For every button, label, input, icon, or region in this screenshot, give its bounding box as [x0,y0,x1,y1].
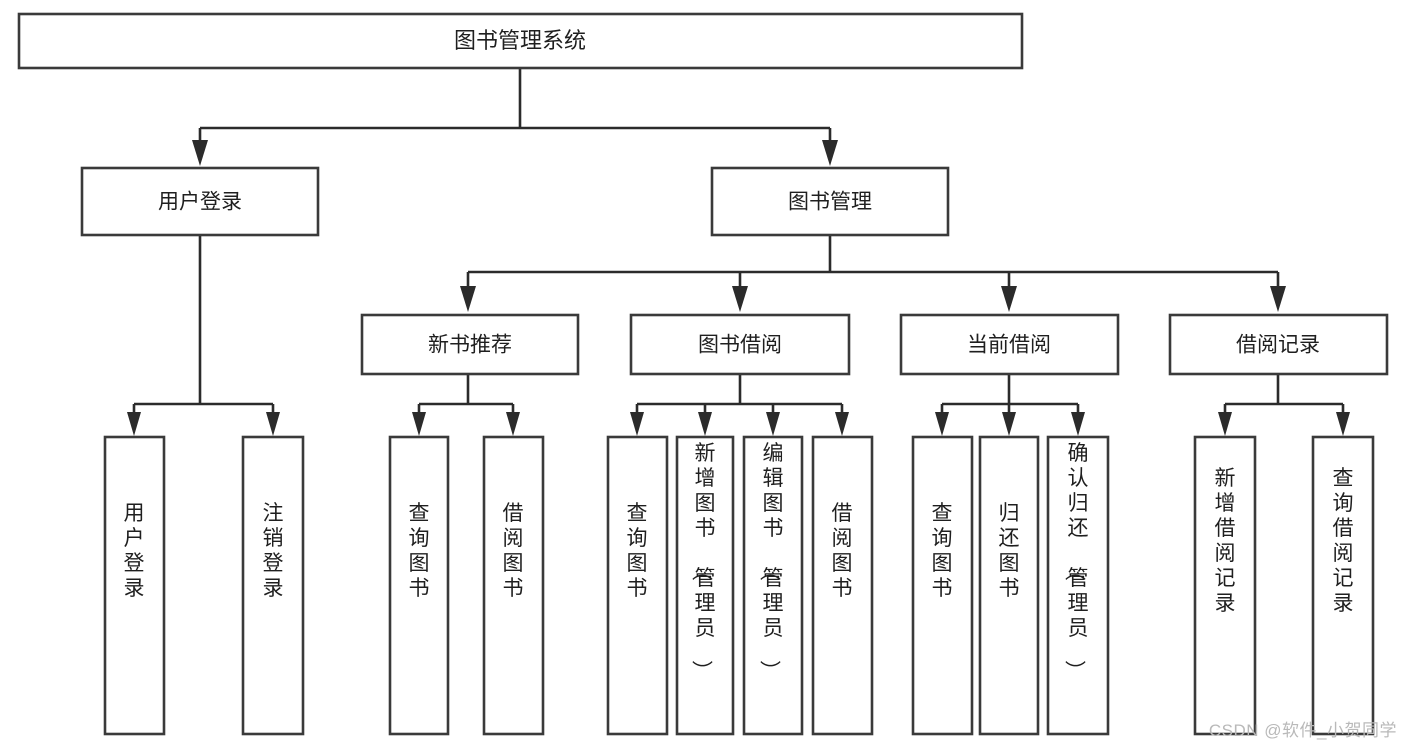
arrow-head-book-borrow [732,286,748,312]
leaf-return-book[interactable]: 归还图书 [978,435,1040,736]
node-book-manage[interactable]: 图书管理 [710,166,950,237]
arrow-head-leaf-user-login [127,412,141,436]
leaf-user-login-label: 用户登录 [124,502,145,600]
arrow-head-leaf-query-record [1336,412,1350,436]
node-borrow-record-label: 借阅记录 [1236,334,1320,357]
leaf-confirm-return-label: 确认归还（管理员） [1063,442,1089,681]
node-book-borrow-label: 图书借阅 [698,334,782,357]
connector-group-root [192,68,838,166]
connector-group-new-book-recommend [412,374,520,436]
node-root-label: 图书管理系统 [454,28,586,53]
leaf-logout-label: 注销登录 [263,502,284,600]
leaf-logout[interactable]: 注销登录 [241,435,305,736]
leaf-borrow-book-1-box[interactable] [482,435,545,736]
node-book-manage-label: 图书管理 [788,191,872,214]
leaf-add-book-label: 新增图书（管理员） [690,442,716,681]
arrow-head-leaf-query-book-3 [935,412,949,436]
leaf-borrow-book-2[interactable]: 借阅图书 [811,435,874,736]
leaf-query-book-3-label: 查询图书 [932,502,953,600]
leaf-edit-book-box[interactable] [742,435,804,736]
arrow-head-book-manage [822,140,838,166]
leaf-query-book-3[interactable]: 查询图书 [911,435,974,736]
leaf-borrow-book-1[interactable]: 借阅图书 [482,435,545,736]
leaf-query-book-2[interactable]: 查询图书 [606,435,669,736]
node-user-login-label: 用户登录 [158,191,242,214]
leaf-return-book-label: 归还图书 [999,502,1020,600]
arrow-head-leaf-add-book [698,412,712,436]
arrow-head-leaf-query-book-2 [630,412,644,436]
leaf-query-book-1-label: 查询图书 [409,502,430,600]
node-current-borrow[interactable]: 当前借阅 [899,313,1120,376]
connector-group-book-manage [460,235,1286,312]
arrow-head-current-borrow [1001,286,1017,312]
leaf-add-book-box[interactable] [675,435,735,736]
leaf-user-login-box[interactable] [103,435,166,736]
node-current-borrow-label: 当前借阅 [967,334,1051,357]
connector-group-borrow-record [1218,374,1350,436]
connector-group-current-borrow [935,374,1085,436]
arrow-head-borrow-record [1270,286,1286,312]
leaf-query-record-box[interactable] [1311,435,1375,736]
csdn-watermark: CSDN @软件_小贺同学 [1208,721,1397,740]
leaf-confirm-return-box[interactable] [1046,435,1110,736]
arrow-head-leaf-confirm-return [1071,412,1085,436]
leaf-query-book-2-box[interactable] [606,435,669,736]
leaf-add-record[interactable]: 新增借阅记录 [1193,435,1257,736]
node-user-login[interactable]: 用户登录 [80,166,320,237]
leaf-query-record-label: 查询借阅记录 [1333,467,1354,615]
arrow-head-leaf-query-book-1 [412,412,426,436]
connector-group-user-login [127,235,280,436]
node-book-borrow[interactable]: 图书借阅 [629,313,851,376]
node-user-login-box[interactable] [80,166,320,237]
node-book-borrow-box[interactable] [629,313,851,376]
leaf-query-book-3-box[interactable] [911,435,974,736]
leaf-add-record-label: 新增借阅记录 [1215,467,1236,615]
arrow-head-leaf-return-book [1002,412,1016,436]
leaf-add-book[interactable]: 新增图书（管理员） [675,435,735,736]
arrow-head-leaf-logout [266,412,280,436]
leaf-edit-book[interactable]: 编辑图书（管理员） [742,435,804,736]
arrow-head-leaf-borrow-book-1 [506,412,520,436]
arrow-head-leaf-add-record [1218,412,1232,436]
leaf-edit-book-label: 编辑图书（管理员） [758,442,784,681]
arrow-head-leaf-borrow-book-2 [835,412,849,436]
leaf-query-book-1[interactable]: 查询图书 [388,435,450,736]
leaf-query-record[interactable]: 查询借阅记录 [1311,435,1375,736]
arrow-head-user-login [192,140,208,166]
node-borrow-record[interactable]: 借阅记录 [1168,313,1389,376]
leaf-query-book-2-label: 查询图书 [627,502,648,600]
leaf-borrow-book-1-label: 借阅图书 [503,502,524,600]
node-current-borrow-box[interactable] [899,313,1120,376]
arrow-head-new-book-recommend [460,286,476,312]
node-root-box[interactable] [17,12,1024,70]
node-new-book-recommend-label: 新书推荐 [428,334,512,357]
leaf-borrow-book-2-box[interactable] [811,435,874,736]
node-book-manage-box[interactable] [710,166,950,237]
leaf-borrow-book-2-label: 借阅图书 [832,502,853,600]
node-root[interactable]: 图书管理系统 [17,12,1024,70]
node-borrow-record-box[interactable] [1168,313,1389,376]
leaf-query-book-1-box[interactable] [388,435,450,736]
leaf-user-login[interactable]: 用户登录 [103,435,166,736]
leaf-confirm-return[interactable]: 确认归还（管理员） [1046,435,1110,736]
leaf-return-book-box[interactable] [978,435,1040,736]
arrow-head-leaf-edit-book [766,412,780,436]
node-new-book-recommend[interactable]: 新书推荐 [360,313,580,376]
node-new-book-recommend-box[interactable] [360,313,580,376]
leaf-logout-box[interactable] [241,435,305,736]
leaf-add-record-box[interactable] [1193,435,1257,736]
connector-group-book-borrow [630,374,849,436]
